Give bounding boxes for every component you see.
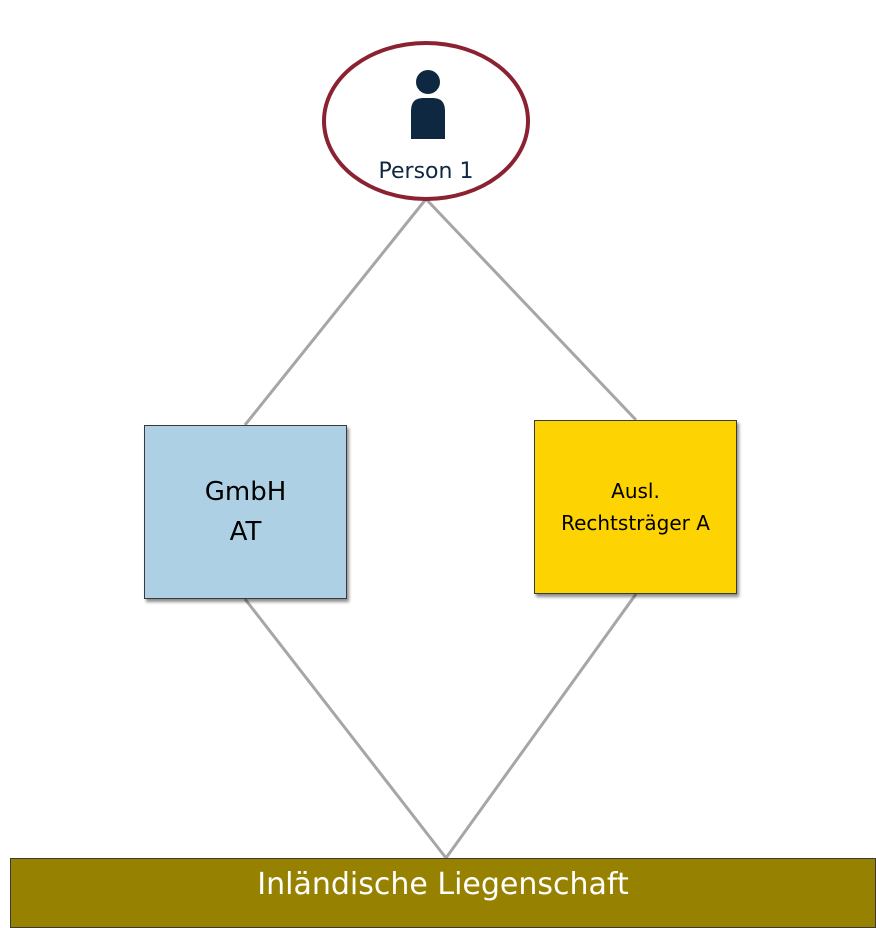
gmbh-line1: GmbH: [204, 477, 287, 507]
connector-ausl-to-property: [444, 593, 638, 859]
connector-gmbh-to-property: [243, 598, 448, 859]
person-node[interactable]: Person 1: [322, 41, 530, 201]
person-icon: [411, 70, 445, 139]
gmbh-at-text: GmbH AT: [205, 472, 287, 552]
ausl-line2: Rechtsträger A: [561, 511, 710, 535]
ausl-line1: Ausl.: [611, 479, 660, 503]
gmbh-line2: AT: [229, 517, 262, 547]
auslaendischer-rechtstraeger-box[interactable]: Ausl. Rechtsträger A: [534, 420, 737, 594]
gmbh-at-box[interactable]: GmbH AT: [144, 425, 347, 599]
property-label: Inländische Liegenschaft: [257, 867, 629, 902]
person-label: Person 1: [378, 159, 474, 184]
connector-person-to-gmbh: [243, 198, 428, 426]
inlaendische-liegenschaft-bar[interactable]: Inländische Liegenschaft: [10, 858, 876, 928]
auslaendischer-rechtstraeger-text: Ausl. Rechtsträger A: [561, 475, 710, 539]
connector-person-to-ausl: [424, 197, 638, 422]
